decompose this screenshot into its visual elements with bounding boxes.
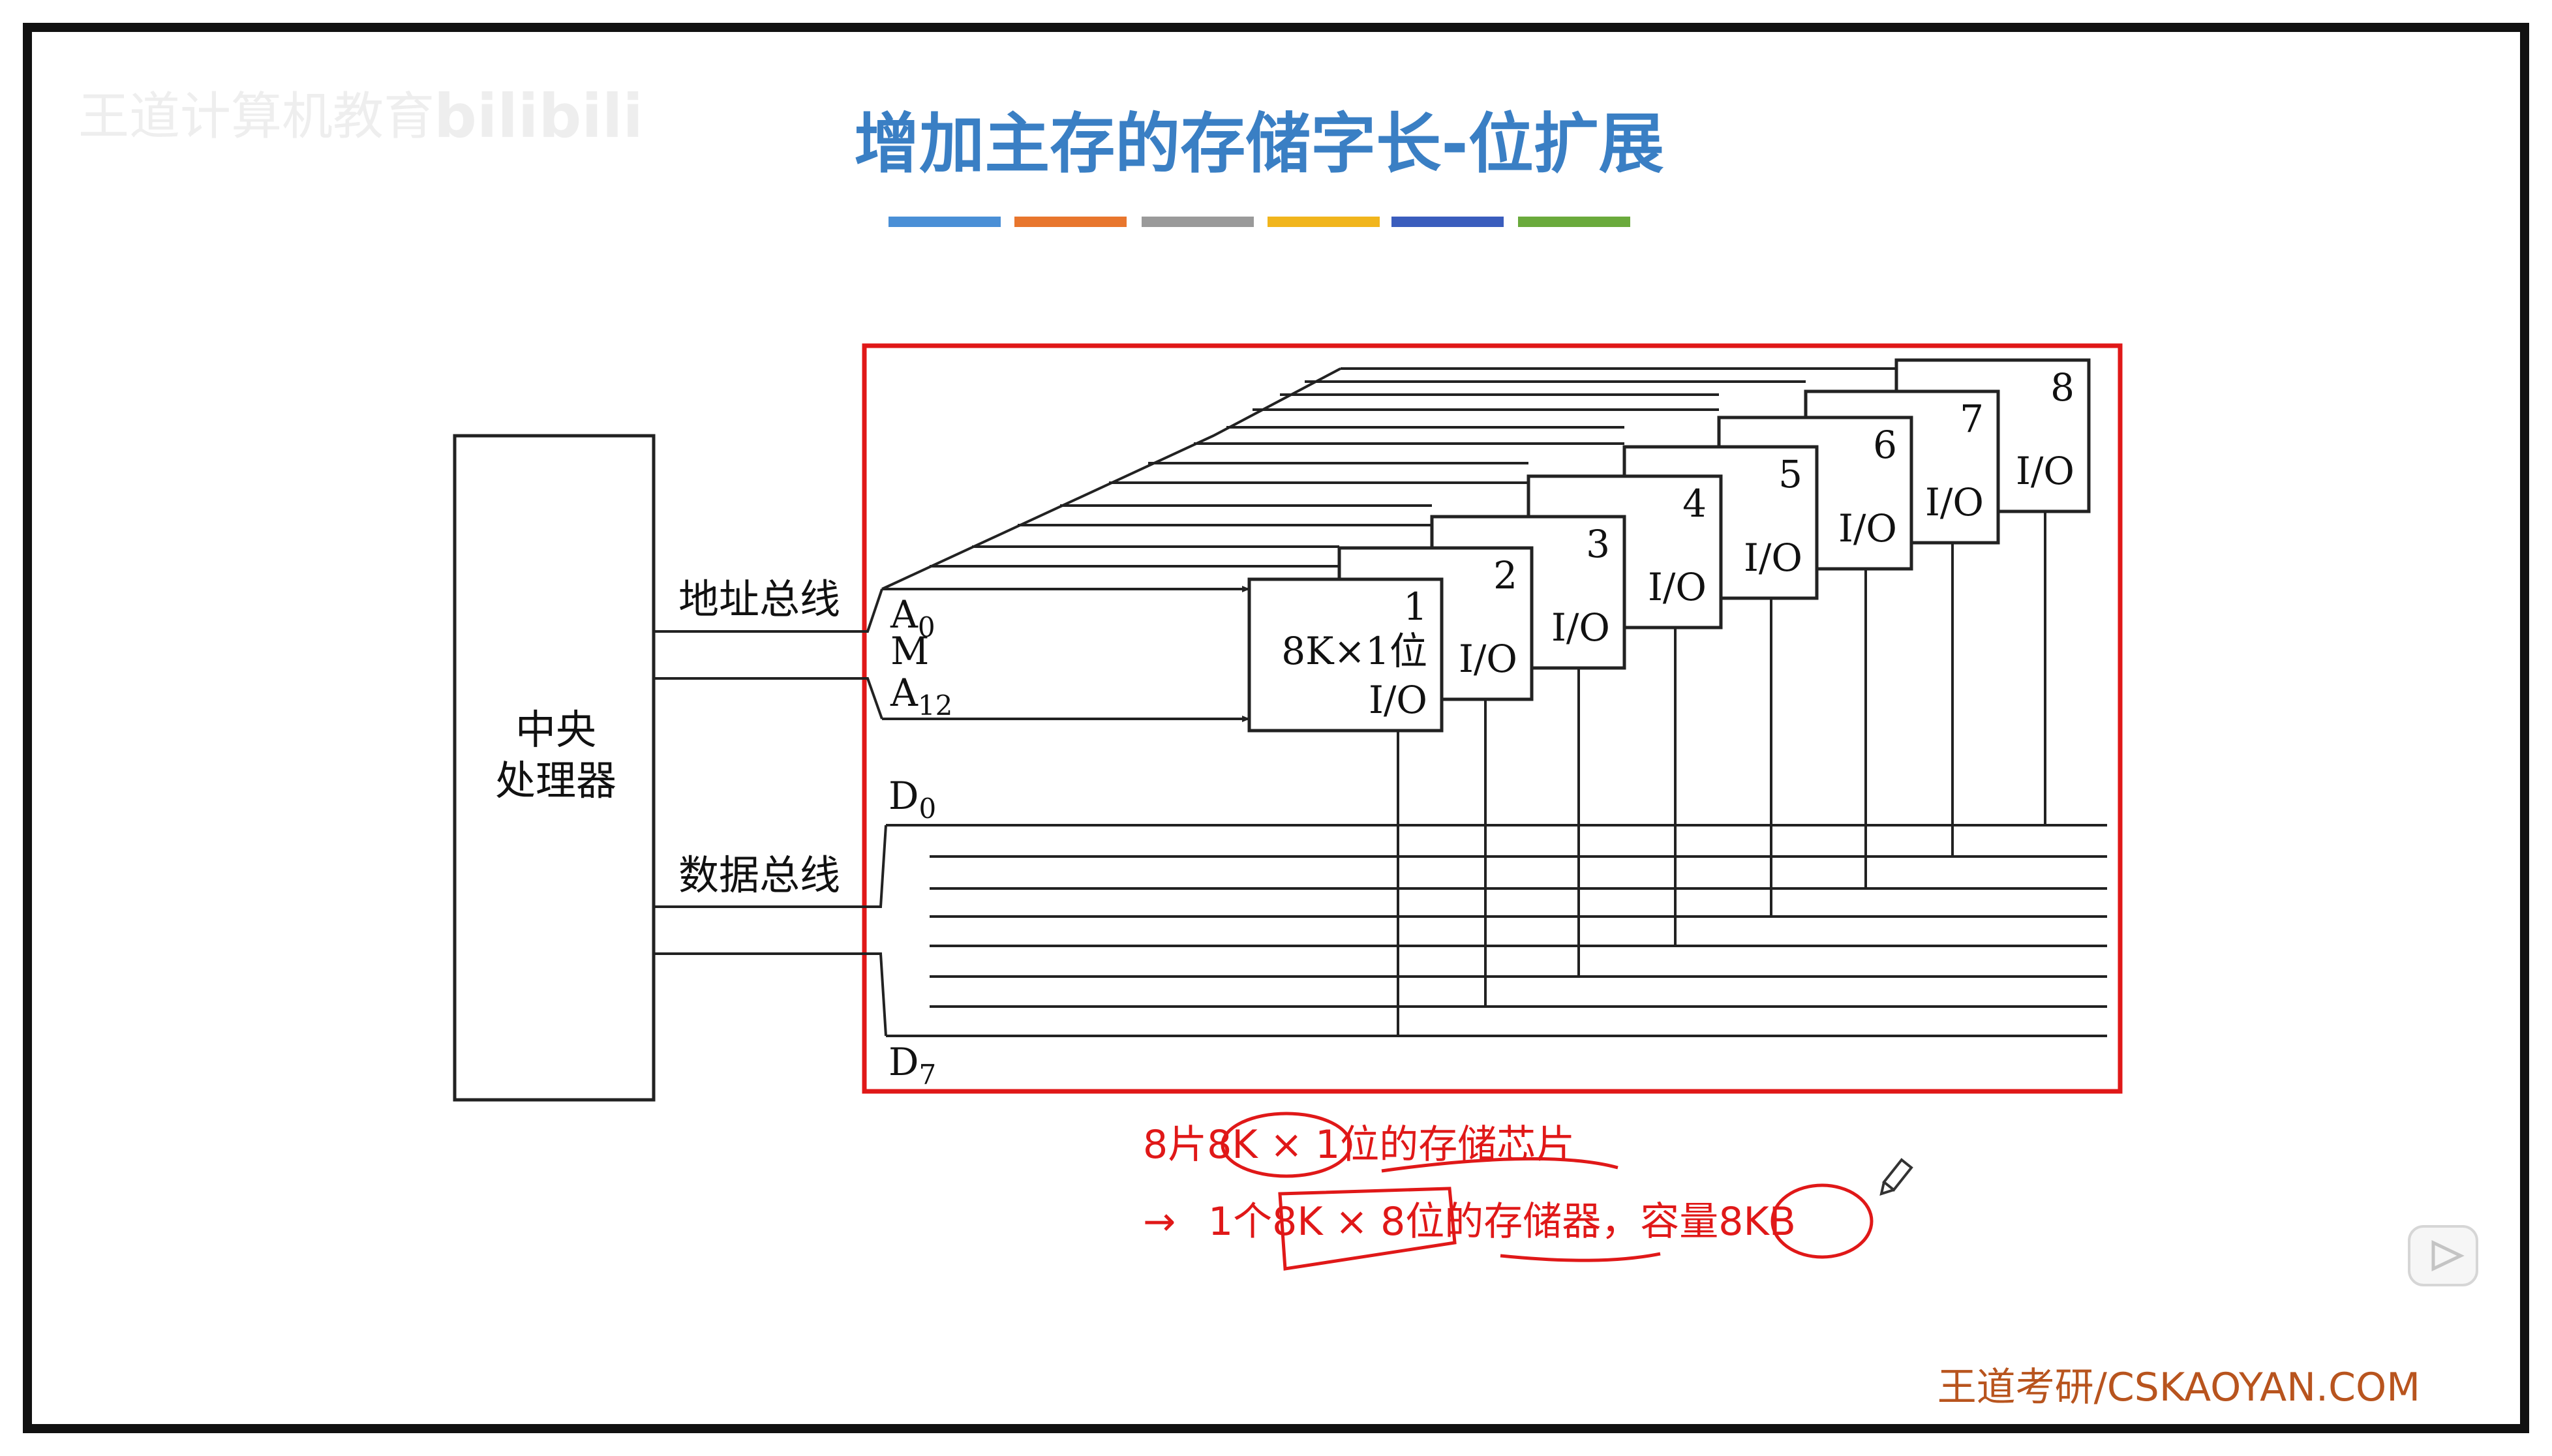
annotation-line2: 1个8K × 8位的存储器，容量8KB <box>1208 1199 1796 1245</box>
address-bus-upper-line <box>654 588 883 633</box>
title-bar-4 <box>1268 217 1380 227</box>
address-fanout-spine <box>881 367 1341 590</box>
memory-chip-1: 1I/O 8K×1位 <box>1247 577 1444 733</box>
chip-io-label: I/O <box>1925 480 1984 524</box>
data-bus-lines <box>886 824 2107 1037</box>
chip-io-label: I/O <box>1648 565 1707 609</box>
address-bus-label: 地址总线 <box>678 575 840 623</box>
footer-brand: 王道考研/CSKAOYAN.COM <box>1937 1365 2420 1410</box>
addr-label-a0: A0 <box>890 592 935 643</box>
chip-number: 6 <box>1873 423 1897 467</box>
chip-number: 7 <box>1960 397 1984 441</box>
data-label-d0: D0 <box>889 774 936 825</box>
cpu-label-line2: 处理器 <box>495 757 616 804</box>
data-bus-label: 数据总线 <box>678 851 840 899</box>
cpu-block <box>453 434 656 1102</box>
annotation-line1: 8片8K × 1位的存储芯片 <box>1143 1122 1575 1168</box>
cpu-bus-connections <box>654 588 887 1037</box>
page-title: 增加主存的存储字长-位扩展 <box>854 106 1664 182</box>
chip-number: 8 <box>2050 365 2074 410</box>
chip-number: 5 <box>1778 452 1802 496</box>
chip-number: 4 <box>1682 481 1707 526</box>
memory-chips: 8I/O7I/O6I/O5I/O4I/O3I/O2I/O1I/O8K×1位 <box>1247 358 2091 733</box>
play-icon <box>2431 1240 2465 1271</box>
chip-io-label: I/O <box>1551 605 1610 650</box>
pen-cursor-icon <box>1879 1158 1913 1196</box>
box-8k8-memory <box>1278 1187 1457 1271</box>
title-bar-2 <box>1014 217 1127 227</box>
chip-number: 1 <box>1403 584 1427 629</box>
title-bar-6 <box>1518 217 1630 227</box>
chip-io-connections <box>1397 511 2046 1036</box>
title-bar-3 <box>1142 217 1254 227</box>
circle-8kb <box>1770 1183 1874 1259</box>
chip-io-label: I/O <box>1459 637 1517 681</box>
addr-label-a12: A12 <box>890 671 952 721</box>
circle-8k1-chip <box>1221 1112 1352 1178</box>
chip-io-label: I/O <box>1744 536 1802 580</box>
title-bar-1 <box>889 217 1001 227</box>
play-button[interactable] <box>2408 1225 2478 1286</box>
watermark-brand: bilibili <box>434 82 643 151</box>
address-bus-lower-line <box>654 677 883 720</box>
title-bar-5 <box>1391 217 1504 227</box>
chip-io-label: I/O <box>1369 678 1427 722</box>
cpu-label-line1: 中央 <box>515 706 596 753</box>
chip-io-label: I/O <box>1838 506 1897 551</box>
data-label-d7: D7 <box>889 1040 936 1091</box>
underline-chip <box>1381 1157 1618 1173</box>
data-bus-upper-line <box>654 825 887 908</box>
annotation-marks <box>1221 1112 1874 1271</box>
underline-memory <box>1500 1252 1661 1262</box>
title-color-bars <box>889 217 1630 227</box>
chip-io-label: I/O <box>2016 449 2074 493</box>
chip-number: 2 <box>1493 553 1517 598</box>
watermark: 王道计算机教育 <box>78 87 434 146</box>
data-bus-lower-line <box>654 952 887 1037</box>
chip-capacity-label: 8K×1位 <box>1281 629 1427 673</box>
addr-label-m: M <box>890 629 929 673</box>
chip-number: 3 <box>1586 522 1610 566</box>
highlight-box <box>862 343 2123 1094</box>
annotation-arrow: → <box>1143 1199 1176 1245</box>
address-bus-lines <box>881 367 1896 722</box>
